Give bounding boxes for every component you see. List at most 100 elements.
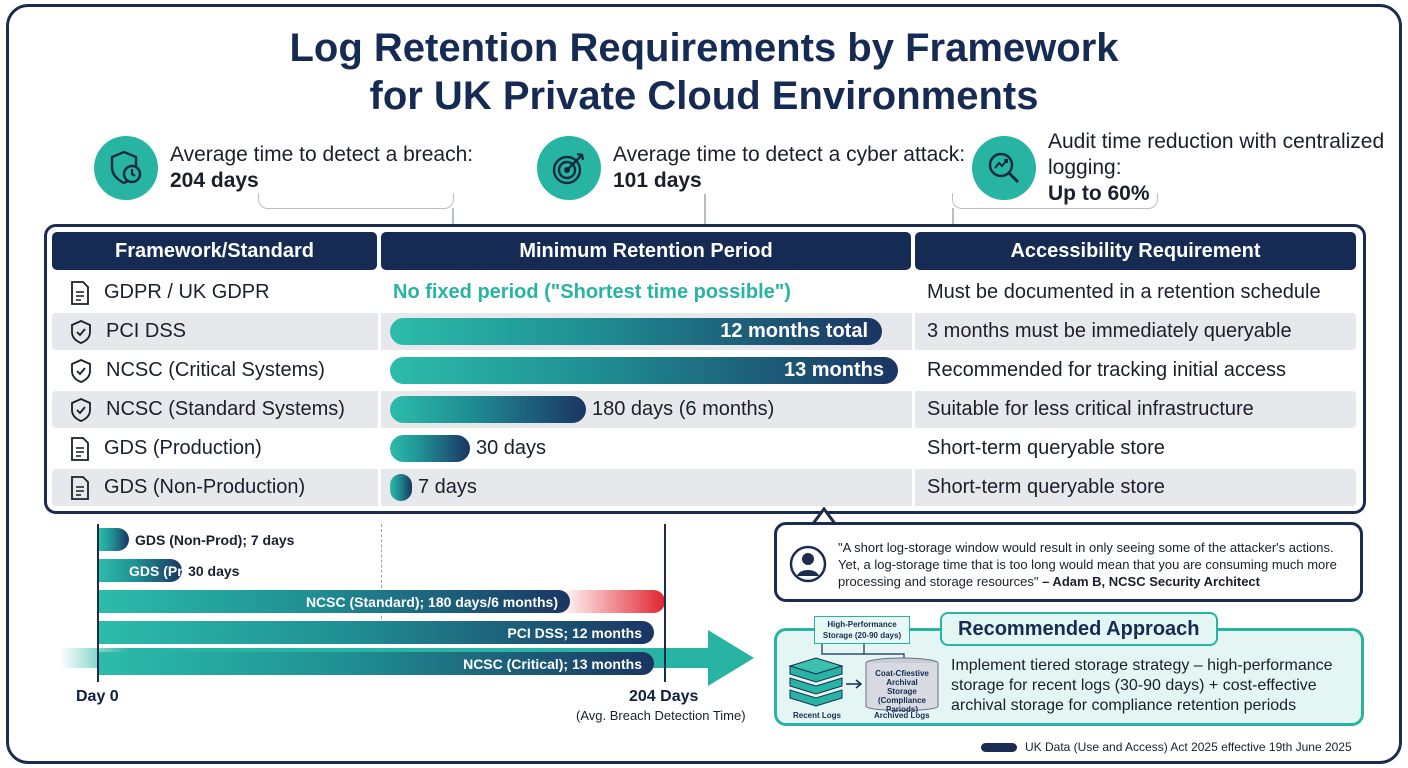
row-separator bbox=[912, 313, 915, 350]
timeline-bar-2 bbox=[99, 559, 183, 582]
timeline-midline bbox=[381, 524, 382, 644]
row-separator bbox=[912, 391, 915, 428]
framework-cell: GDS (Production) bbox=[52, 430, 378, 467]
period-label: 7 days bbox=[418, 476, 477, 498]
timeline-bar-label: PCI DSS; 12 months bbox=[507, 624, 642, 641]
storage-diagram bbox=[788, 644, 939, 711]
table-row: PCI DSS 12 months total 3 months must be… bbox=[52, 313, 1356, 350]
shield-check-icon bbox=[71, 319, 91, 344]
timeline-overflow-alert bbox=[560, 590, 665, 613]
connector-3 bbox=[952, 193, 1158, 209]
stat-breach: Average time to detect a breach: 204 day… bbox=[94, 136, 473, 200]
document-icon bbox=[71, 436, 89, 461]
period-text: No fixed period ("Shortest time possible… bbox=[393, 281, 791, 303]
stat-attack-value: 101 days bbox=[613, 169, 702, 192]
framework-cell: GDPR / UK GDPR bbox=[52, 274, 378, 311]
timeline-bar-label: NCSC (Standard); 180 days/6 months) bbox=[305, 593, 558, 610]
period-label: 13 months bbox=[783, 359, 884, 381]
stat-breach-text: Average time to detect a breach: 204 day… bbox=[170, 142, 473, 194]
framework-cell: NCSC (Standard Systems) bbox=[52, 391, 378, 428]
period-bar-gds-nonprod bbox=[390, 474, 412, 501]
framework-name: NCSC (Standard Systems) bbox=[106, 398, 345, 420]
row-separator bbox=[378, 391, 381, 428]
target-icon bbox=[537, 136, 601, 200]
document-icon bbox=[71, 280, 89, 305]
title-line-1: Log Retention Requirements by Framework bbox=[289, 26, 1119, 70]
timeline-bar-label: NCSC (Critical); 13 months bbox=[463, 655, 642, 672]
connector-1 bbox=[258, 193, 454, 209]
stat-breach-label: Average time to detect a breach: bbox=[170, 143, 474, 166]
framework-cell: PCI DSS bbox=[52, 313, 378, 350]
stat-attack-text: Average time to detect a cyber attack: 1… bbox=[613, 142, 965, 194]
row-separator bbox=[912, 469, 915, 506]
accessibility-cell: Recommended for tracking initial access bbox=[927, 359, 1287, 381]
title-line-2: for UK Private Cloud Environments bbox=[369, 74, 1039, 118]
recent-logs-label: Recent Logs bbox=[793, 711, 842, 720]
period-bar-ncsc-critical bbox=[390, 357, 898, 384]
quote-attribution: – Adam B, NCSC Security Architect bbox=[1038, 574, 1260, 589]
table-row: GDPR / UK GDPR No fixed period ("Shortes… bbox=[52, 274, 1356, 311]
quote-box: "A short log-storage window would result… bbox=[774, 522, 1363, 602]
stat-breach-value: 204 days bbox=[170, 169, 259, 192]
header-accessibility: Accessibility Requirement bbox=[915, 232, 1356, 270]
legend-swatch bbox=[981, 742, 1017, 752]
timeline-bar-label: GDS (Non-Prod); 7 days bbox=[135, 531, 295, 548]
recommended-text: Implement tiered storage strategy – high… bbox=[951, 657, 1333, 714]
timeline-bar-3 bbox=[99, 590, 570, 613]
row-separator bbox=[378, 313, 381, 350]
accessibility-cell: 3 months must be immediately queryable bbox=[927, 320, 1292, 342]
timeline-day0-line bbox=[97, 524, 99, 682]
framework-name: GDPR / UK GDPR bbox=[104, 281, 270, 303]
period-bar-pci bbox=[390, 318, 882, 345]
table-row: GDS (Production) 30 days Short-term quer… bbox=[52, 430, 1356, 467]
document-icon bbox=[71, 475, 89, 500]
table-row: NCSC (Critical Systems) 13 months Recomm… bbox=[52, 352, 1356, 389]
hp-storage-label: High-Performance Storage (20-90 days) bbox=[814, 616, 910, 644]
framework-cell: GDS (Non-Production) bbox=[52, 469, 378, 506]
magnifier-chart-icon bbox=[972, 136, 1036, 200]
framework-cell: NCSC (Critical Systems) bbox=[52, 352, 378, 389]
archive-label: Coat-Cfiestive Archival Storage (Complia… bbox=[875, 669, 929, 714]
period-bar-gds-prod bbox=[390, 435, 470, 462]
shield-check-icon bbox=[71, 358, 91, 383]
shield-clock-icon bbox=[94, 136, 158, 200]
recommended-title: Recommended Approach bbox=[940, 612, 1218, 646]
framework-name: NCSC (Critical Systems) bbox=[106, 359, 325, 381]
shield-check-icon bbox=[71, 397, 91, 422]
period-bar-ncsc-standard bbox=[390, 396, 586, 423]
person-icon bbox=[789, 545, 827, 583]
timeline-bar-4 bbox=[99, 621, 654, 644]
server-stack-icon bbox=[788, 657, 844, 707]
timeline-bar-5 bbox=[99, 652, 654, 675]
database-icon bbox=[865, 657, 939, 711]
timeline-204-line bbox=[664, 524, 666, 682]
stat-audit-value: Up to 60% bbox=[1048, 182, 1150, 205]
framework-name: PCI DSS bbox=[106, 320, 187, 342]
period-label: 30 days bbox=[476, 437, 547, 459]
axis-end-label: 204 Days bbox=[629, 688, 699, 705]
stat-audit: Audit time reduction with centralized lo… bbox=[972, 130, 1408, 205]
axis-end-sublabel: (Avg. Breach Detection Time) bbox=[576, 708, 746, 723]
accessibility-cell: Suitable for less critical infrastructur… bbox=[927, 398, 1254, 420]
period-label: 180 days (6 months) bbox=[592, 398, 775, 420]
period-label: 12 months total bbox=[720, 320, 868, 342]
page-title: Log Retention Requirements by Framework … bbox=[0, 24, 1408, 120]
stat-audit-label: Audit time reduction with centralized lo… bbox=[1048, 130, 1385, 179]
connector-3-stem bbox=[952, 208, 954, 224]
table-row: NCSC (Standard Systems) 180 days (6 mont… bbox=[52, 391, 1356, 428]
timeline-bar-suffix: 30 days bbox=[188, 562, 240, 579]
header-period: Minimum Retention Period bbox=[381, 232, 911, 270]
accessibility-cell: Must be documented in a retention schedu… bbox=[927, 281, 1321, 303]
accessibility-cell: Short-term queryable store bbox=[927, 437, 1165, 459]
header-framework: Framework/Standard bbox=[52, 232, 377, 270]
accessibility-cell: Short-term queryable store bbox=[927, 476, 1165, 498]
framework-name: GDS (Production) bbox=[104, 437, 262, 459]
timeline-bar-1 bbox=[99, 528, 129, 551]
quote-text: "A short log-storage window would result… bbox=[838, 539, 1358, 590]
legend: UK Data (Use and Access) Act 2025 effect… bbox=[981, 740, 1352, 754]
archived-logs-label: Archived Logs bbox=[874, 711, 930, 720]
legend-text: UK Data (Use and Access) Act 2025 effect… bbox=[1025, 740, 1352, 754]
framework-name: GDS (Non-Production) bbox=[104, 476, 306, 498]
axis-start-label: Day 0 bbox=[76, 688, 119, 705]
connector-1-stem bbox=[452, 208, 454, 224]
